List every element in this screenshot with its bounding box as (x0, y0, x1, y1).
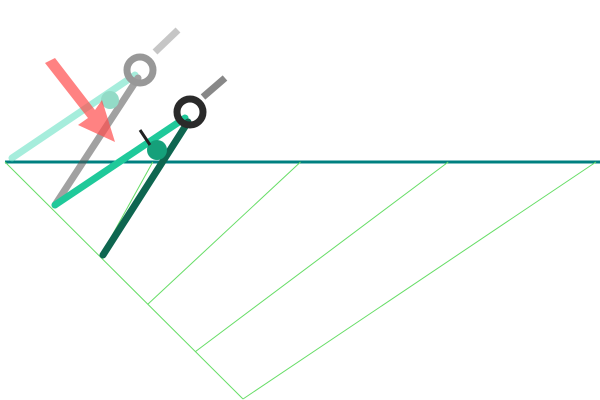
compass-icon (51, 75, 228, 259)
parallel-line (195, 161, 449, 353)
parallel-line (242, 161, 597, 400)
parallel-lines (99, 161, 597, 400)
compass-ghost-icon (8, 27, 181, 209)
parallel-line (147, 161, 301, 305)
diagonal-line (4, 161, 244, 400)
arrow-icon (45, 58, 115, 142)
